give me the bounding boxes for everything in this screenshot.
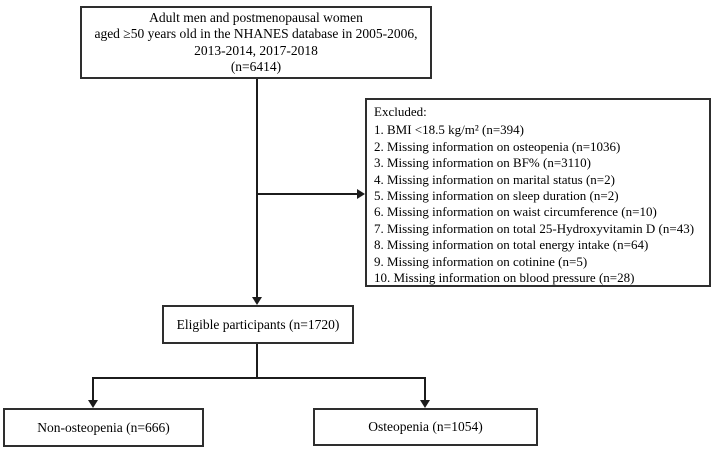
initial-population-line-3: 2013-2014, 2017-2018 — [194, 42, 318, 58]
connector-vertical-middle — [256, 344, 258, 379]
eligible-participants-label: Eligible participants (n=1720) — [176, 316, 340, 332]
connector-horizontal-branch — [92, 377, 426, 379]
excluded-item: 4. Missing information on marital status… — [374, 171, 615, 187]
connector-vertical-top — [256, 79, 258, 298]
excluded-item: 7. Missing information on total 25-Hydro… — [374, 220, 695, 236]
connector-vertical-left-branch — [92, 377, 94, 401]
arrowhead-down-icon — [252, 297, 262, 305]
connector-vertical-right-branch — [424, 377, 426, 401]
osteopenia-label: Osteopenia (n=1054) — [368, 419, 483, 434]
arrowhead-down-icon — [88, 400, 98, 408]
excluded-item: 10. Missing information on blood pressur… — [374, 270, 635, 286]
initial-population-line-2: aged ≥50 years old in the NHANES databas… — [94, 26, 418, 41]
osteopenia-box: Osteopenia (n=1054) — [313, 408, 538, 446]
excluded-item: 1. BMI <18.5 kg/m² (n=394) — [374, 122, 525, 138]
excluded-title: Excluded: — [374, 104, 427, 119]
non-osteopenia-label: Non-osteopenia (n=666) — [37, 419, 170, 435]
arrowhead-down-icon — [420, 400, 430, 408]
excluded-item: 2. Missing information on osteopenia (n=… — [374, 138, 621, 154]
eligible-participants-box: Eligible participants (n=1720) — [162, 305, 354, 344]
non-osteopenia-box: Non-osteopenia (n=666) — [3, 408, 204, 447]
excluded-item: 5. Missing information on sleep duration… — [374, 188, 619, 204]
connector-horizontal-to-excluded — [256, 193, 358, 195]
arrowhead-right-icon — [357, 189, 365, 199]
excluded-box: Excluded: 1. BMI <18.5 kg/m² (n=394) 2. … — [365, 98, 711, 287]
excluded-item: 6. Missing information on waist circumfe… — [374, 204, 657, 220]
initial-population-line-4: (n=6414) — [230, 59, 282, 74]
initial-population-line-1: Adult men and postmenopausal women — [149, 9, 363, 25]
initial-population-box: Adult men and postmenopausal women aged … — [80, 6, 432, 79]
excluded-item: 3. Missing information on BF% (n=3110) — [374, 155, 592, 171]
excluded-item: 8. Missing information on total energy i… — [374, 237, 649, 253]
excluded-item: 9. Missing information on cotinine (n=5) — [374, 253, 588, 269]
